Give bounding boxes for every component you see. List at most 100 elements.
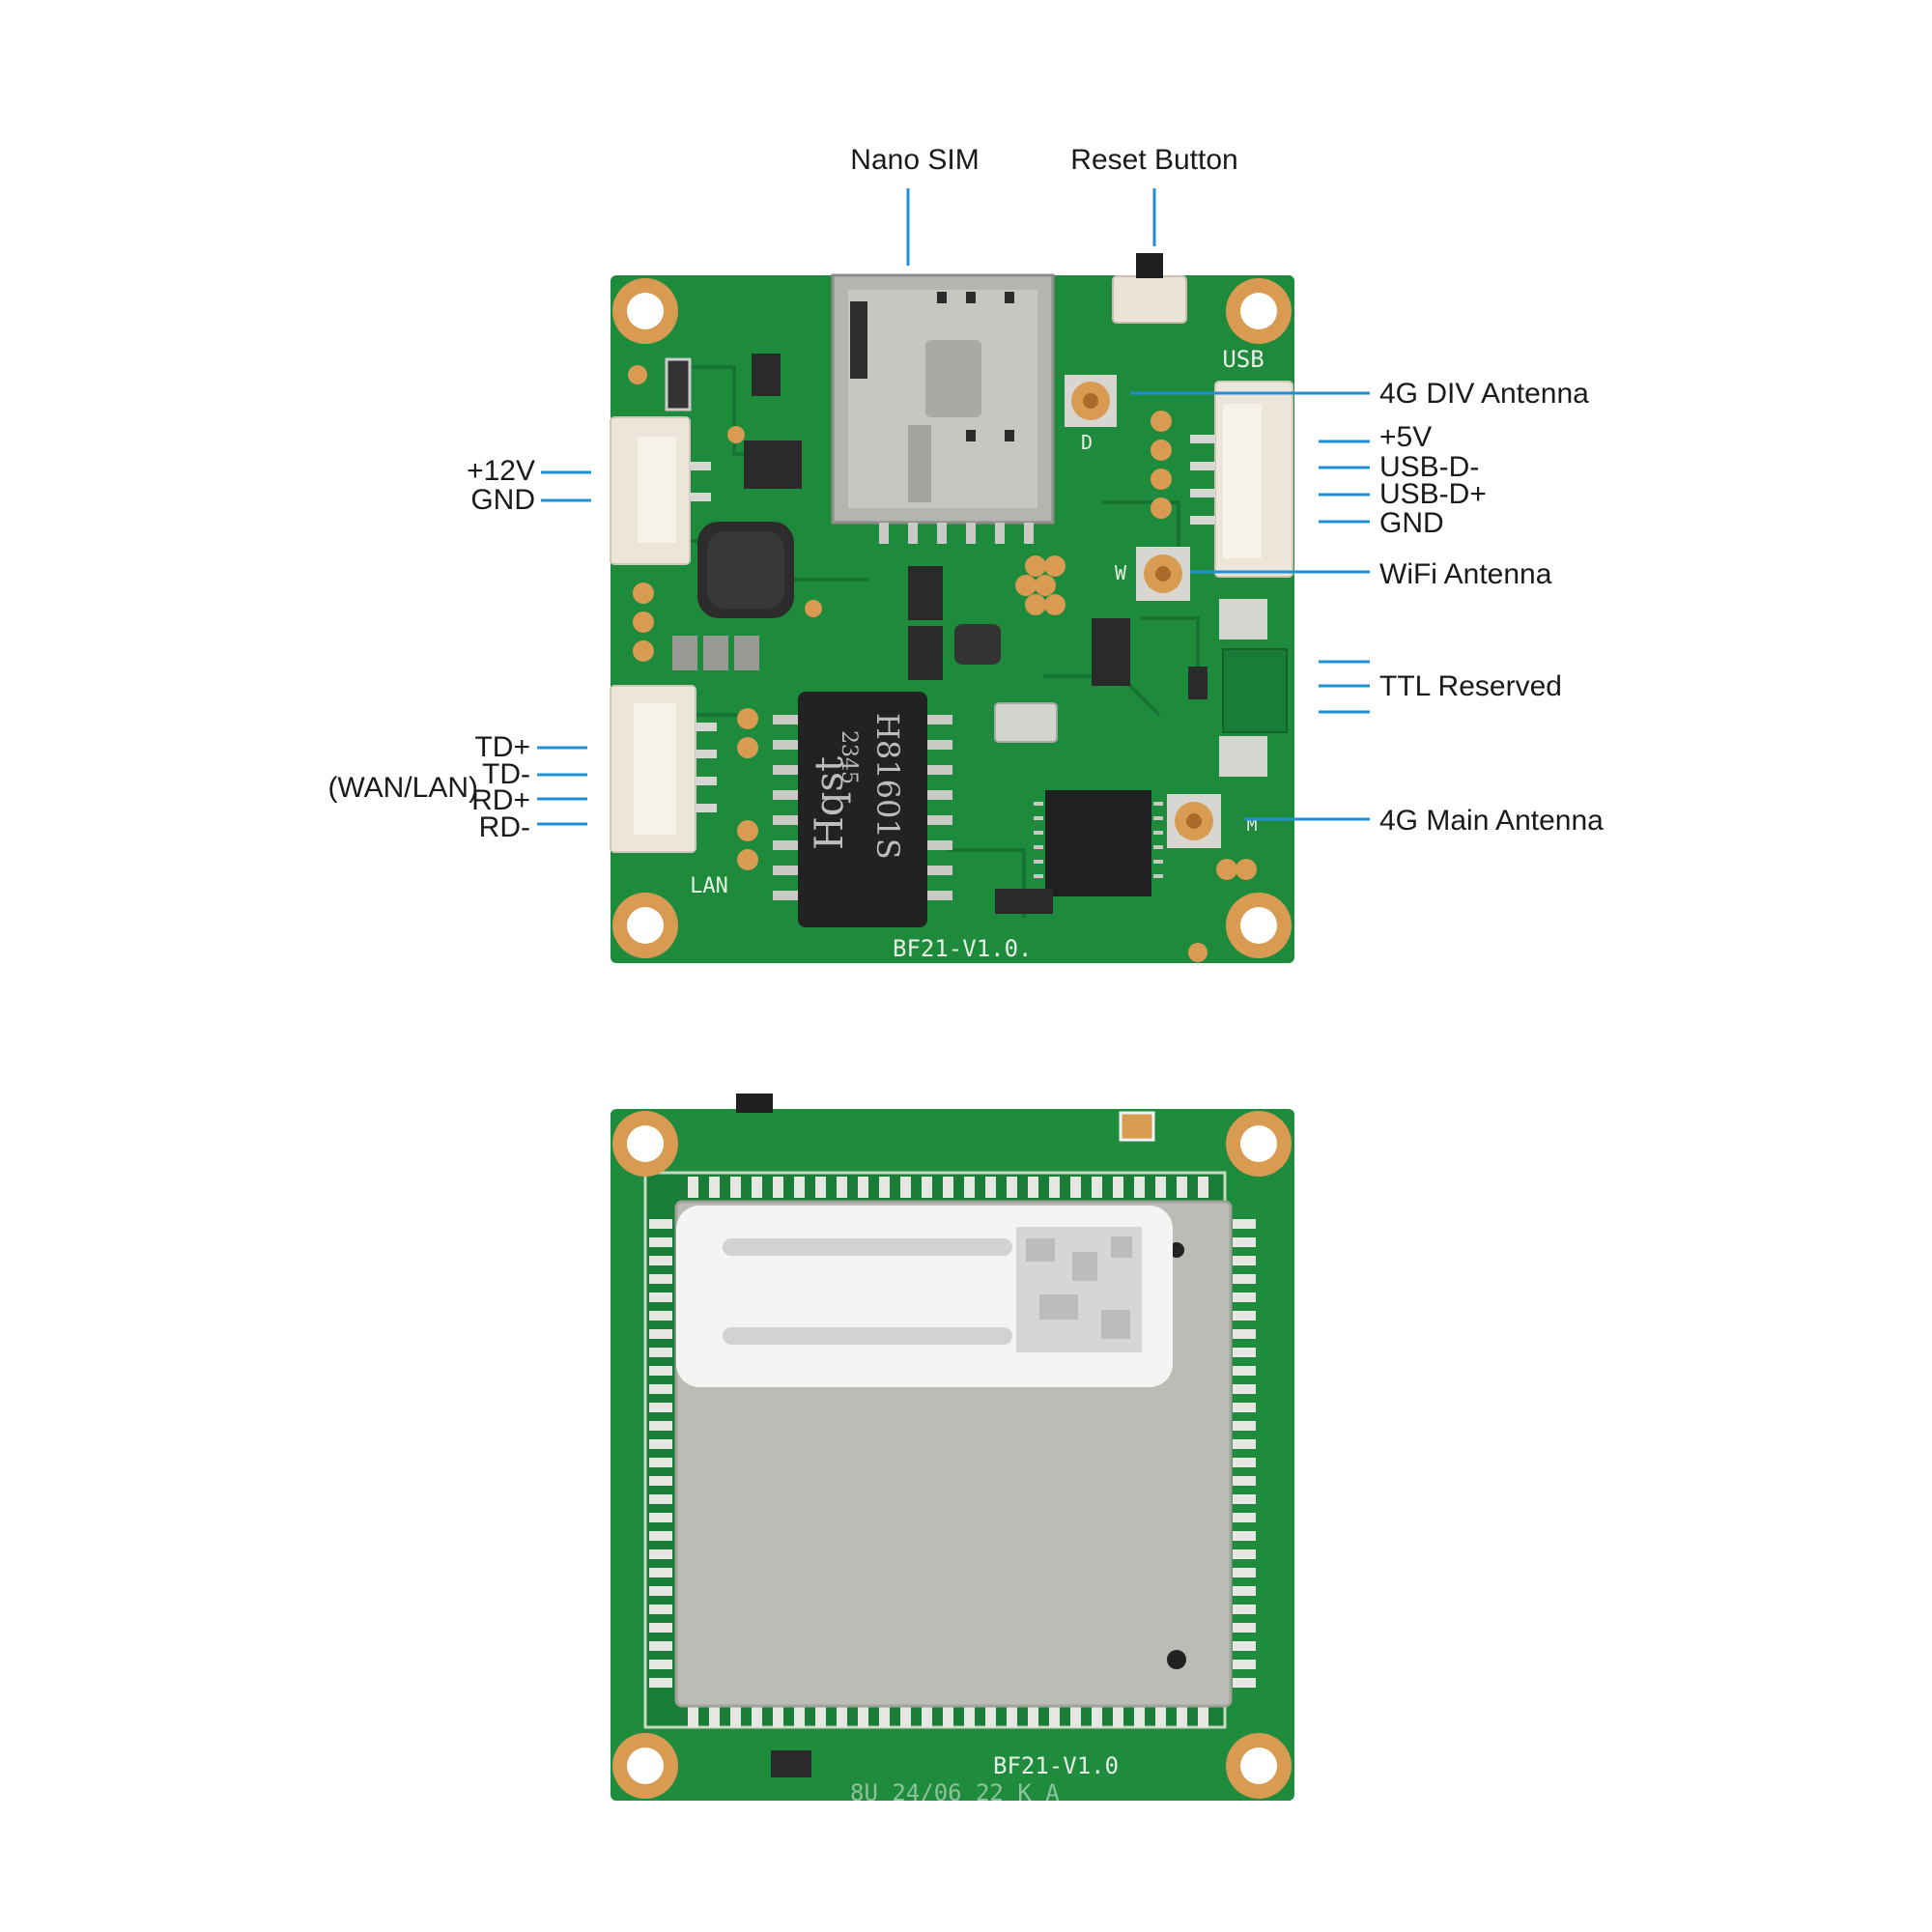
transformer-part: H81601S (869, 713, 906, 860)
edge-pad (649, 1568, 672, 1577)
edge-pad (858, 1706, 868, 1727)
edge-pad (1233, 1311, 1256, 1321)
td-plus-label: TD+ (474, 731, 530, 763)
edge-pad (649, 1311, 672, 1321)
edge-pad (1233, 1494, 1256, 1504)
edge-pad (649, 1439, 672, 1449)
board-top-view: USB D W M (610, 253, 1294, 963)
edge-pad (649, 1513, 672, 1522)
edge-pad (1233, 1329, 1256, 1339)
edge-pad (794, 1177, 805, 1198)
edge-pad (649, 1678, 672, 1688)
edge-pad (815, 1177, 826, 1198)
reset-button-label: Reset Button (1070, 144, 1237, 176)
edge-pad (1233, 1458, 1256, 1467)
div-antenna-connector[interactable] (1065, 375, 1117, 427)
edge-pad (649, 1476, 672, 1486)
edge-pad (649, 1348, 672, 1357)
wifi-antenna-label: WiFi Antenna (1379, 558, 1552, 590)
edge-pad (649, 1623, 672, 1633)
edge-pad (688, 1177, 698, 1198)
smd-components (665, 354, 1208, 914)
edge-pad (688, 1706, 698, 1727)
wan-lan-label: (WAN/LAN) (327, 772, 478, 804)
edge-pad (837, 1706, 847, 1727)
edge-pad (1049, 1706, 1060, 1727)
edge-pad (730, 1706, 741, 1727)
lan-silk-label: LAN (690, 874, 728, 898)
edge-pad (1070, 1706, 1081, 1727)
edge-pad (649, 1531, 672, 1541)
wifi-antenna-connector[interactable] (1136, 547, 1190, 601)
edge-pad (964, 1706, 975, 1727)
mounting-hole-icon (1226, 1733, 1292, 1799)
module-label-redacted (676, 1206, 1173, 1387)
edge-pad (1113, 1706, 1123, 1727)
nano-sim-slot[interactable] (831, 273, 1055, 544)
edge-pad (985, 1177, 996, 1198)
usb-dp-label: USB-D+ (1379, 478, 1487, 510)
edge-pad (649, 1219, 672, 1229)
ethernet-phy-chip (1034, 790, 1163, 896)
edge-pad (649, 1293, 672, 1302)
edge-pad (1134, 1706, 1145, 1727)
board-bottom-view: BF21-V1.0 8U 24/06 22 K A (611, 1094, 1294, 1806)
leader-lines (537, 188, 1370, 826)
edge-pad (752, 1177, 762, 1198)
edge-pad (794, 1706, 805, 1727)
edge-pad (837, 1177, 847, 1198)
edge-pad (1113, 1177, 1123, 1198)
edge-pad (709, 1706, 720, 1727)
edge-pad (773, 1177, 783, 1198)
mounting-hole-icon (1226, 278, 1292, 344)
edge-pad (1233, 1439, 1256, 1449)
usb-connector[interactable] (1190, 381, 1293, 578)
edge-pad (1233, 1623, 1256, 1633)
edge-pad (879, 1706, 890, 1727)
edge-pad (1233, 1256, 1256, 1265)
div-marker-silk: D (1081, 431, 1093, 454)
main-antenna-connector[interactable] (1167, 794, 1221, 848)
lan-connector[interactable] (610, 685, 717, 853)
wifi-marker-silk: W (1115, 561, 1127, 584)
power-connector[interactable] (610, 416, 711, 565)
edge-pad (1198, 1177, 1208, 1198)
edge-pad (985, 1706, 996, 1727)
ethernet-transformer: Hqst H81601S 2345 (773, 692, 952, 927)
reset-button[interactable] (1112, 253, 1187, 324)
gnd-power-label: GND (470, 484, 535, 516)
edge-pad (1233, 1219, 1256, 1229)
ttl-reserved-label: TTL Reserved (1379, 670, 1562, 702)
edge-pad (1092, 1706, 1102, 1727)
div-antenna-label: 4G DIV Antenna (1379, 378, 1589, 410)
edge-pad (1233, 1384, 1256, 1394)
edge-pad (1233, 1586, 1256, 1596)
main-antenna-label: 4G Main Antenna (1379, 805, 1604, 837)
edge-pad (649, 1660, 672, 1669)
plus5v-label: +5V (1379, 421, 1432, 453)
edge-pad (1233, 1366, 1256, 1376)
board-version-silk-top: BF21-V1.0. (893, 935, 1033, 962)
lte-module-edge-pads (649, 1177, 1256, 1727)
edge-pad (649, 1458, 672, 1467)
copper-pads (628, 365, 1257, 962)
ttl-reserved-pads[interactable] (1219, 599, 1288, 777)
edge-pad (1028, 1706, 1038, 1727)
edge-pad (649, 1494, 672, 1504)
edge-pad (1233, 1476, 1256, 1486)
edge-pad (815, 1706, 826, 1727)
mounting-hole-icon (612, 1111, 678, 1177)
date-code-silk: 8U 24/06 22 K A (850, 1779, 1060, 1806)
td-minus-label: TD- (482, 758, 530, 790)
edge-pad (922, 1177, 932, 1198)
edge-pad (730, 1177, 741, 1198)
edge-pad (1233, 1660, 1256, 1669)
edge-pad (649, 1421, 672, 1431)
plus12v-label: +12V (467, 455, 535, 487)
rd-minus-label: RD- (479, 811, 530, 843)
crystal-oscillator (994, 702, 1058, 743)
edge-pad (1233, 1274, 1256, 1284)
edge-pad (922, 1706, 932, 1727)
mounting-hole-icon (612, 278, 678, 344)
edge-pad (1233, 1531, 1256, 1541)
